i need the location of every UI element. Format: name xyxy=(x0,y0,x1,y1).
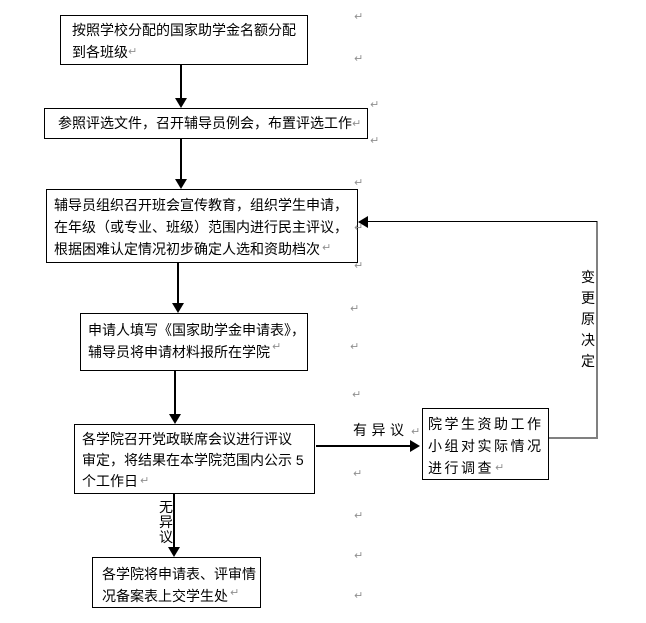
objection-arrow-line xyxy=(316,445,410,447)
flow-step-counselor-meeting: 参照评选文件，召开辅导员例会，布置评选工作 xyxy=(44,108,368,139)
flow-arrow-4-line xyxy=(174,371,176,415)
paragraph-mark-icon: ↵ xyxy=(350,302,360,315)
label-no-objection: 无异议 xyxy=(159,499,173,545)
flow-step-quota-allocation: 按照学校分配的国家助学金名额分配 到各班级 xyxy=(60,15,308,65)
paragraph-mark-icon: ↵ xyxy=(353,467,363,480)
label-change-decision: 变更原决定 xyxy=(581,269,595,369)
feedback-arrow-head xyxy=(358,216,368,228)
paragraph-mark-icon: ↵ xyxy=(354,221,364,234)
flow-arrow-2-head xyxy=(175,179,187,189)
paragraph-mark-icon: ↵ xyxy=(140,474,150,487)
paragraph-mark-icon: ↵ xyxy=(354,509,364,522)
paragraph-mark-icon: ↵ xyxy=(495,461,505,474)
feedback-line-top xyxy=(367,221,597,222)
flow-step-application-form: 申请人填写《国家助学金申请表》， 辅导员将申请材料报所在学院 xyxy=(80,313,308,371)
flow-arrow-4-head xyxy=(169,414,181,424)
flow-step-class-meeting-review: 辅导员组织召开班会宣传教育，组织学生申请， 在年级（或专业、班级）范围内进行民主… xyxy=(46,189,358,263)
paragraph-mark-icon: ↵ xyxy=(354,52,364,65)
flow-arrow-1-line xyxy=(180,65,182,99)
flow-step-investigation: 院学生资助工作 小组对实际情况 进行调查 xyxy=(422,408,549,480)
flow-arrow-3-head xyxy=(172,303,184,313)
paragraph-mark-icon: ↵ xyxy=(354,259,364,272)
paragraph-mark-icon: ↵ xyxy=(352,117,362,130)
flow-arrow-3-line xyxy=(177,263,179,304)
paragraph-mark-icon: ↵ xyxy=(230,586,240,599)
paragraph-mark-icon: ↵ xyxy=(350,340,360,353)
paragraph-mark-icon: ↵ xyxy=(128,45,138,58)
paragraph-mark-icon: ↵ xyxy=(354,549,364,562)
feedback-line-bottom xyxy=(549,437,598,439)
paragraph-mark-icon: ↵ xyxy=(370,98,380,111)
paragraph-mark-icon: ↵ xyxy=(272,340,282,353)
paragraph-mark-icon: ↵ xyxy=(322,241,332,254)
flow-arrow-2-line xyxy=(180,139,182,180)
flow-arrow-1-head xyxy=(175,98,187,108)
paragraph-mark-icon: ↵ xyxy=(354,176,364,189)
objection-arrow-head xyxy=(410,440,420,452)
feedback-line-vertical xyxy=(596,221,598,439)
paragraph-mark-icon: ↵ xyxy=(370,134,380,147)
paragraph-mark-icon: ↵ xyxy=(354,10,364,23)
paragraph-mark-icon: ↵ xyxy=(354,589,364,602)
flow-step-college-review-publicity: 各学院召开党政联席会议进行评议 审定，将结果在本学院范围内公示 5 个工作日 xyxy=(74,424,315,494)
paragraph-mark-icon: ↵ xyxy=(352,388,362,401)
flow-arrow-5-line xyxy=(173,494,175,548)
flow-step-submit-records: 各学院将申请表、评审情 况备案表上交学生处 xyxy=(92,557,261,608)
label-has-objection: 有异议 xyxy=(353,422,409,438)
flow-arrow-5-head xyxy=(168,547,180,557)
paragraph-mark-icon: ↵ xyxy=(411,425,421,438)
